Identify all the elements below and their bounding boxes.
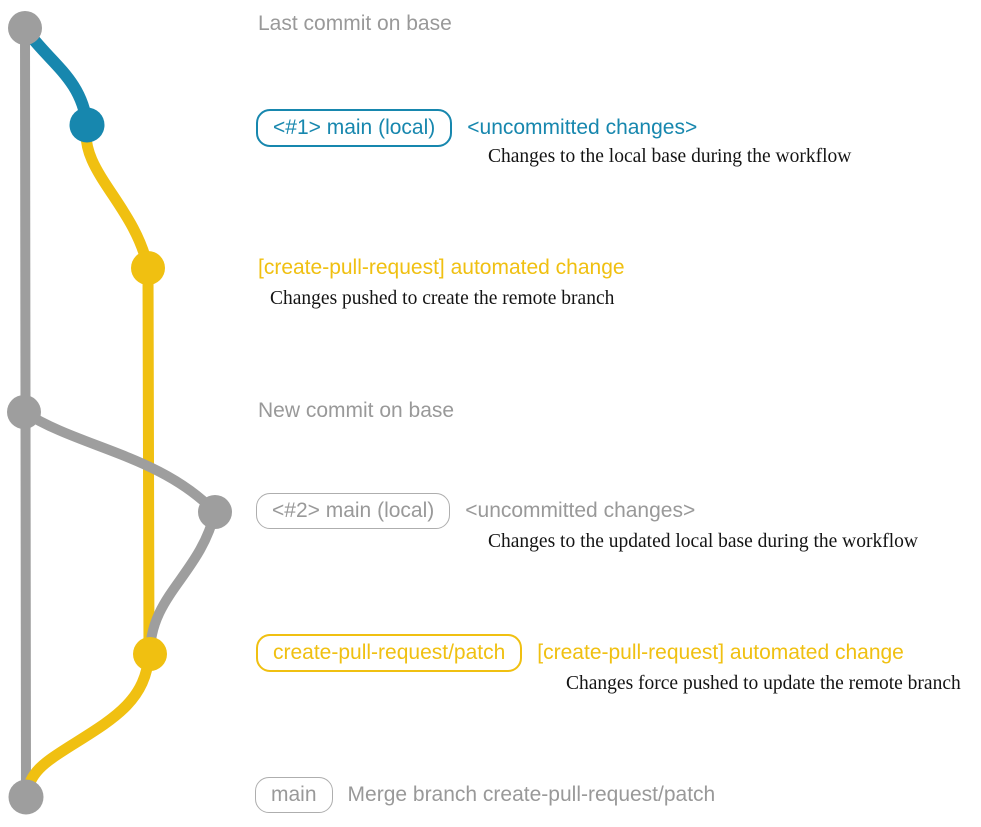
base-update-curve xyxy=(19,407,220,517)
commit-dot-last-base xyxy=(8,11,42,45)
new-commit-label: New commit on base xyxy=(258,399,455,422)
annotation-push-1: [create-pull-request] automated change xyxy=(258,256,625,280)
annotation-new-commit: New commit on base xyxy=(258,399,454,423)
branch-badge-patch: create-pull-request/patch xyxy=(256,634,523,672)
branch-badge-main-local-1: <#1> main (local) xyxy=(256,109,453,147)
push-1-caption: Changes pushed to create the remote bran… xyxy=(270,288,615,309)
push-2-message: [create-pull-request] automated change xyxy=(537,641,904,664)
commit-dot-uncommitted-1 xyxy=(69,107,105,143)
commit-dot-automated-2 xyxy=(133,637,167,671)
rebase-curve xyxy=(145,507,220,659)
push-2-caption: Changes force pushed to update the remot… xyxy=(566,673,961,694)
commit-2-message: <uncommitted changes> xyxy=(465,499,696,522)
commit-1-caption: Changes to the local base during the wor… xyxy=(488,146,852,167)
remote-branch-merge-curve xyxy=(20,648,155,803)
commit-2-caption: Changes to the updated local base during… xyxy=(488,531,918,552)
annotation-last-commit: Last commit on base xyxy=(258,12,452,36)
commit-dot-uncommitted-2 xyxy=(198,495,232,529)
commit-dot-automated-1 xyxy=(131,251,165,285)
commit-dot-new-base xyxy=(7,395,41,429)
last-commit-label: Last commit on base xyxy=(258,12,452,35)
merge-message: Merge branch create-pull-request/patch xyxy=(347,783,716,806)
annotation-commit-1: <#1> main (local) <uncommitted changes> xyxy=(256,109,697,147)
push-1-message: [create-pull-request] automated change xyxy=(258,256,625,279)
remote-branch-upper-curve xyxy=(80,119,154,274)
annotation-push-2: create-pull-request/patch [create-pull-r… xyxy=(256,634,904,672)
commit-dot-merge xyxy=(8,779,44,815)
annotation-commit-2: <#2> main (local) <uncommitted changes> xyxy=(256,493,695,529)
branch-badge-main-local-2: <#2> main (local) xyxy=(256,493,451,529)
annotation-merge: main Merge branch create-pull-request/pa… xyxy=(255,777,715,813)
branch-badge-main: main xyxy=(255,777,333,813)
commit-1-message: <uncommitted changes> xyxy=(467,116,698,139)
